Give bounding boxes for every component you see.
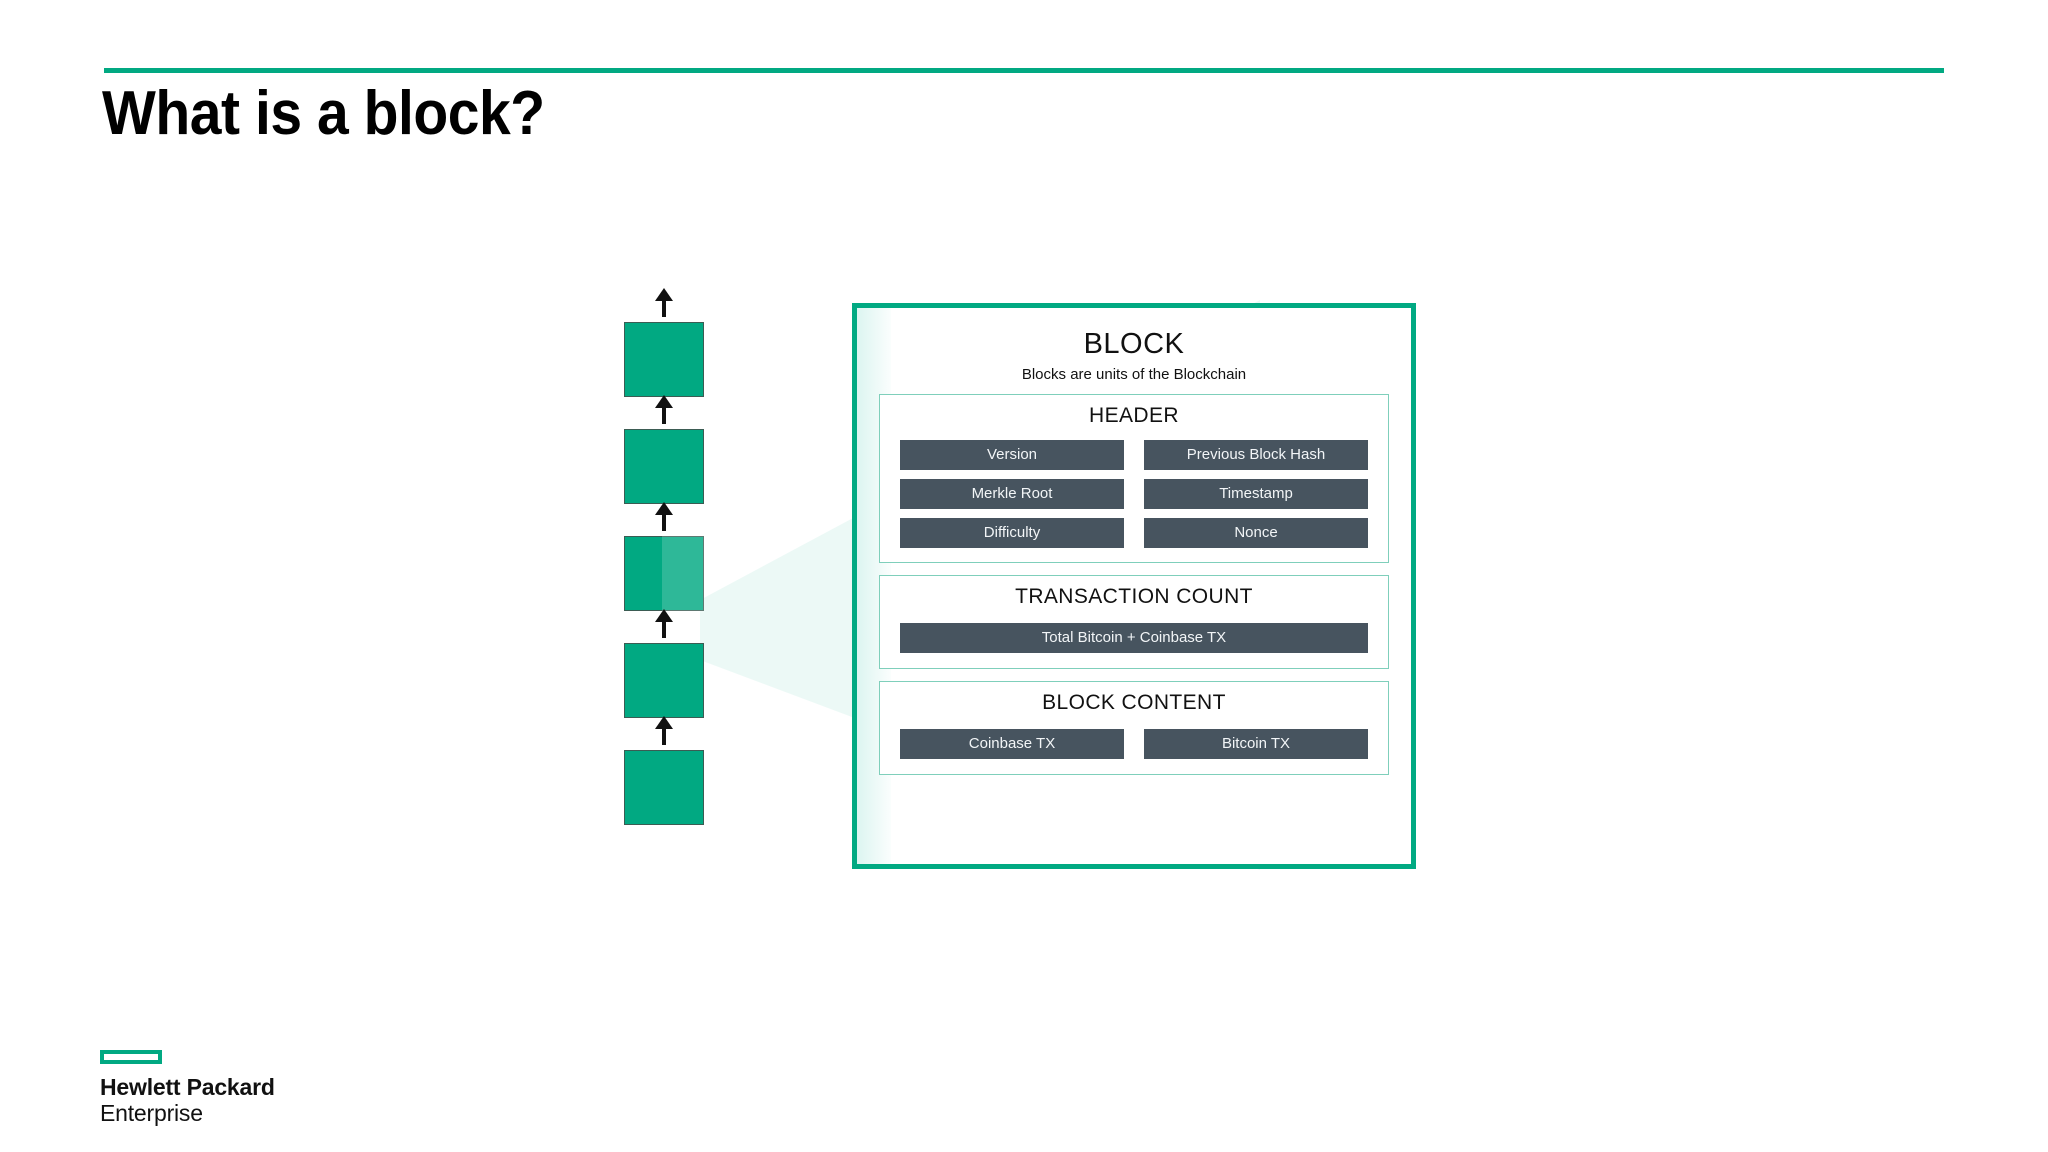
arrow-head-icon: [655, 288, 673, 301]
section-title-transaction-count: TRANSACTION COUNT: [1015, 585, 1253, 609]
hpe-logo-mark-icon: [100, 1050, 162, 1064]
arrow-shaft: [662, 616, 666, 638]
section-transaction-count: TRANSACTION COUNT Total Bitcoin + Coinba…: [879, 575, 1389, 670]
field-previous-block-hash[interactable]: Previous Block Hash: [1144, 440, 1368, 471]
section-block-content: BLOCK CONTENT Coinbase TX Bitcoin TX: [879, 681, 1389, 776]
arrow-head-icon: [655, 502, 673, 515]
field-bitcoin-tx[interactable]: Bitcoin TX: [1144, 729, 1368, 760]
section-header: HEADER Version Previous Block Hash Merkl…: [879, 394, 1389, 564]
section-title-header: HEADER: [1089, 404, 1179, 428]
chain-block-highlighted[interactable]: [624, 536, 704, 613]
chain-block[interactable]: [624, 322, 704, 397]
header-field-grid: Version Previous Block Hash Merkle Root …: [900, 440, 1368, 549]
blockchain-stack: [624, 288, 714, 845]
block-panel-subtitle: Blocks are units of the Blockchain: [1021, 366, 1247, 384]
block-detail-panel: BLOCK Blocks are units of the Blockchain…: [852, 303, 1416, 869]
field-nonce[interactable]: Nonce: [1144, 518, 1368, 549]
field-coinbase-tx[interactable]: Coinbase TX: [900, 729, 1124, 760]
arrow-head-icon: [655, 395, 673, 408]
title-accent-rule: [104, 68, 1944, 73]
arrow-shaft: [662, 509, 666, 531]
block-content-field-grid: Coinbase TX Bitcoin TX: [900, 729, 1368, 760]
hpe-logo: Hewlett Packard Enterprise: [100, 1050, 330, 1127]
arrow-head-icon: [655, 609, 673, 622]
chain-block[interactable]: [624, 750, 704, 825]
chain-block[interactable]: [624, 643, 704, 718]
field-difficulty[interactable]: Difficulty: [900, 518, 1124, 549]
field-merkle-root[interactable]: Merkle Root: [900, 479, 1124, 510]
field-version[interactable]: Version: [900, 440, 1124, 471]
hpe-logo-line-2: Enterprise: [100, 1099, 203, 1126]
transaction-count-field-grid: Total Bitcoin + Coinbase TX: [900, 623, 1368, 654]
page-title: What is a block?: [102, 79, 545, 148]
block-panel-title: BLOCK: [1083, 328, 1185, 360]
field-total-bitcoin-coinbase-tx[interactable]: Total Bitcoin + Coinbase TX: [900, 623, 1368, 654]
chain-block[interactable]: [624, 429, 704, 504]
hpe-logo-line-1: Hewlett Packard: [100, 1074, 275, 1100]
arrow-shaft: [662, 723, 666, 745]
arrow-shaft: [662, 402, 666, 424]
section-title-block-content: BLOCK CONTENT: [1042, 691, 1226, 715]
arrow-head-icon: [655, 716, 673, 729]
arrow-shaft: [662, 295, 666, 317]
field-timestamp[interactable]: Timestamp: [1144, 479, 1368, 510]
